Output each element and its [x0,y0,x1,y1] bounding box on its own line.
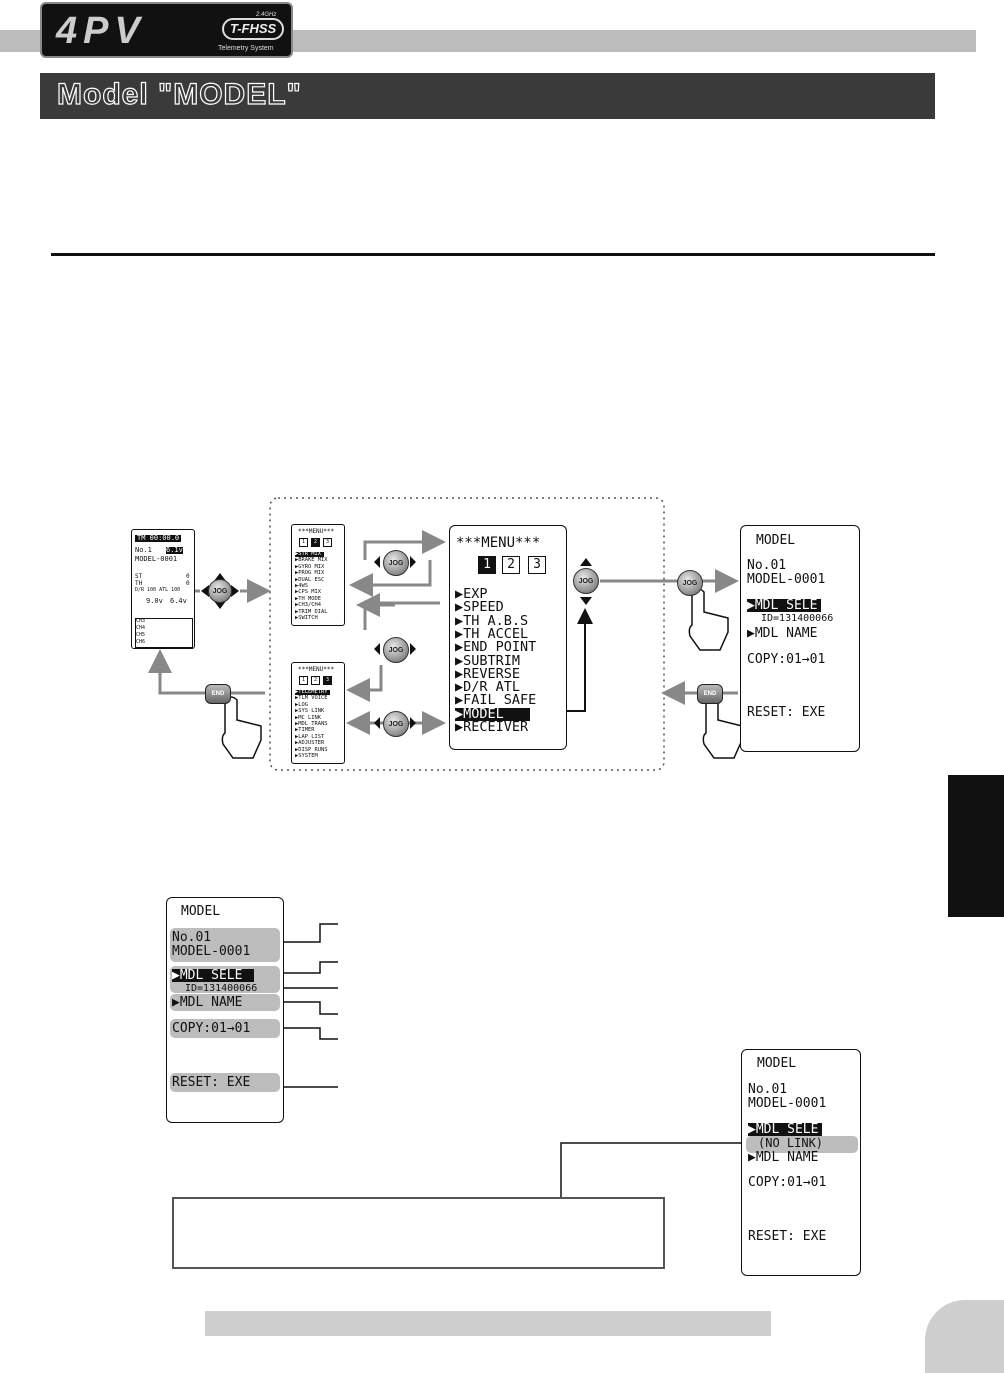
menu-screen-page1: ***MENU***123▶STR MIX▶BRAKE MIX▶GYRO MIX… [291,524,345,626]
page-tab-2[interactable]: 2 [311,538,320,547]
page-tab-1[interactable]: 1 [299,676,308,685]
menu-item-label: TH MODE [298,596,321,602]
jog-button-model[interactable]: JOG [677,570,703,596]
page-tab-3[interactable]: 3 [528,556,546,574]
mdl-name-label: MDL NAME [180,995,243,1010]
menu-title: ***MENU*** [298,529,334,535]
model-screen: MODEL No.01 MODEL-0001 ▶MDL SELE ID=1314… [740,525,860,752]
menu-item-label: CH3/CH4 [298,602,321,608]
menu-item-label: RECEIVER [463,719,528,735]
model-title: MODEL [181,905,220,918]
menu-item-label: LOG [298,702,308,708]
mdl-sele-row[interactable]: ▶MDL SELE [172,969,254,982]
model-name: MODEL-0001 [747,573,825,586]
copy-row[interactable]: COPY:01→01 [172,1022,250,1035]
jog-button-home[interactable]: JOG [208,579,232,603]
page-tab-1[interactable]: 1 [299,538,308,547]
page-tab-3[interactable]: 3 [323,538,332,547]
menu-item-label: MC LINK [298,715,321,721]
mdl-name-label: MDL NAME [756,1150,819,1165]
timer-display: TM 00:00.0 [135,535,181,542]
model-id: ID=131400066 [761,614,833,624]
ch6-label: CH6 [136,640,145,645]
menu-item[interactable]: ▶SWITCH [295,616,318,621]
note-box [172,1197,665,1269]
reset-row[interactable]: RESET: EXE [748,1230,826,1243]
menu-screen-page2: ***MENU*** 1 2 3 ▶EXP▶SPEED▶TH A.B.S▶TH … [449,525,567,750]
menu-item-label: 4WS [298,583,308,589]
model-title: MODEL [756,534,795,547]
mdl-name-row[interactable]: ▶MDL NAME [747,627,817,640]
mdl-sele-row[interactable]: ▶MDL SELE [748,1123,822,1136]
menu-item-label: PROG MIX [298,570,324,576]
menu-item-label: SYS LINK [298,708,324,714]
mdl-sele-label: MDL SELE [755,598,818,613]
page-tab-2[interactable]: 2 [502,556,520,574]
mdl-name-row[interactable]: ▶MDL NAME [748,1151,818,1164]
menu-title: ***MENU*** [456,536,540,550]
mdl-sele-label: MDL SELE [180,968,243,983]
menu-item-label: TIMER [298,727,314,733]
menu-item-receiver[interactable]: ▶RECEIVER [455,721,528,735]
end-button-home[interactable]: END [205,684,231,704]
jog-button-main[interactable]: JOG [573,568,599,594]
model-no: No.01 [747,559,786,572]
page-tab-2[interactable]: 2 [311,676,320,685]
reset-row[interactable]: RESET: EXE [747,706,825,719]
home-model-name: MODEL-0001 [135,556,177,563]
model-no: No.01 [748,1083,787,1096]
menu-item-label: DUAL ESC [298,577,324,583]
mdl-sele-row[interactable]: ▶MDL SELE [747,599,821,612]
mdl-name-label: MDL NAME [755,626,818,641]
copy-row[interactable]: COPY:01→01 [748,1176,826,1189]
home-screen: TM 00:00.0 No.1 6.1v MODEL-0001 ST 0 TH … [131,529,195,649]
mdl-sele-label: MDL SELE [756,1122,819,1137]
menu-item-label: SYSTEM [298,753,317,759]
jog-button-3[interactable]: JOG [383,711,409,737]
model-name: MODEL-0001 [172,945,250,958]
menu-item-label: BRAKE MIX [298,557,327,563]
volt1: 9.0v [146,598,163,605]
model-id: ID=131400066 [185,984,257,994]
model-screen-annotated: MODEL No.01 MODEL-0001 ▶MDL SELE ID=1314… [166,897,284,1123]
menu-item-label: DISP RUNS [298,747,327,753]
mdl-name-row[interactable]: ▶MDL NAME [172,996,242,1009]
ch4-label: CH4 [136,626,145,631]
menu-item-label: ADJUSTER [298,740,324,746]
th-value: 0 [186,581,190,587]
menu-item-label: SWITCH [298,615,317,621]
menu-item-label: TLM VOICE [298,695,327,701]
battery-voltage: 6.1v [166,547,183,554]
menu-item-label: GYRO MIX [298,564,324,570]
menu-item-label: CPS MIX [298,589,321,595]
menu-screen-page3: ***MENU***123▶TELEMETRY▶TLM VOICE▶LOG▶SY… [291,662,345,764]
end-button-model[interactable]: END [697,684,723,704]
ch5-label: CH5 [136,633,145,638]
menu-item-label: MDL TRANS [298,721,327,727]
page-tab-1[interactable]: 1 [478,556,496,574]
no-link-label: (NO LINK) [758,1137,823,1149]
model-no: No.01 [172,931,211,944]
model-name: MODEL-0001 [748,1097,826,1110]
menu-item-label: TRIM DIAL [298,609,327,615]
menu-item[interactable]: ▶SYSTEM [295,754,318,759]
model-number: No.1 [135,547,152,554]
menu-item-label: TELEMETRY [298,689,327,695]
menu-title: ***MENU*** [298,667,334,673]
dr-row: D/R 100 ATL 100 [135,588,180,593]
menu-item-label: STR MIX [298,551,321,557]
page-tab-3[interactable]: 3 [323,676,332,685]
menu-item-label: LAP LIST [298,734,324,740]
model-title: MODEL [757,1057,796,1070]
jog-button-1[interactable]: JOG [383,550,409,576]
jog-button-2[interactable]: JOG [383,637,409,663]
volt2: 6.4v [170,598,187,605]
model-screen-no-link: MODEL No.01 MODEL-0001 ▶MDL SELE (NO LIN… [741,1049,861,1276]
ch3-label: CH3 [136,619,145,624]
copy-row[interactable]: COPY:01→01 [747,653,825,666]
reset-row[interactable]: RESET: EXE [172,1076,250,1089]
